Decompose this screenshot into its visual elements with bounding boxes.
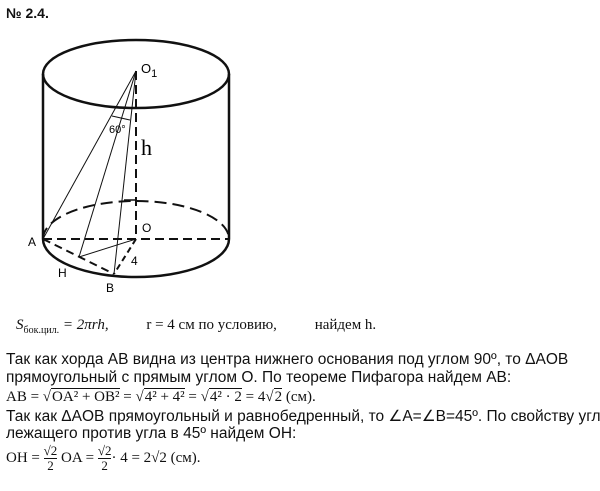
ab-lhs: AB = bbox=[6, 389, 43, 405]
root-4: 2 bbox=[273, 388, 283, 405]
segment-O1H bbox=[78, 70, 137, 258]
label-radius: 4 bbox=[131, 254, 138, 268]
label-H: H bbox=[58, 266, 67, 280]
label-O: O bbox=[142, 221, 151, 235]
radius-OB bbox=[113, 238, 137, 275]
ab-formula: AB = √OA² + OB² = √4² + 4² = √4² · 2 = 4… bbox=[6, 388, 316, 405]
area-formula: Sбок.цил. = 2πrh, r = 4 см по условию, н… bbox=[16, 317, 376, 336]
denominator: 2 bbox=[101, 458, 108, 473]
s-symbol: S bbox=[16, 317, 24, 333]
label-angle: 60° bbox=[109, 124, 126, 136]
segment-OH bbox=[78, 238, 137, 258]
oh-tail: · 4 = 2√2 (см). bbox=[111, 449, 201, 466]
oh-lhs: OH = bbox=[6, 449, 44, 466]
cylinder-figure: O1 O A H B h 60° 4 bbox=[28, 38, 231, 295]
paragraph-4: лежащего против угла в 45º найдем OH: bbox=[6, 425, 297, 442]
label-B: B bbox=[106, 281, 114, 295]
segment-O1B bbox=[113, 70, 137, 275]
eq: = 4 bbox=[241, 389, 266, 405]
eq: = bbox=[119, 389, 136, 405]
root-3: 4² · 2 bbox=[208, 388, 242, 405]
angle-arc bbox=[111, 115, 131, 121]
unit: (см). bbox=[282, 389, 316, 405]
oh-mid: OA = bbox=[57, 449, 98, 466]
paragraph-1: Так как хорда AB видна из центра нижнего… bbox=[6, 351, 569, 368]
segment-O1A bbox=[42, 70, 137, 240]
label-O1: O1 bbox=[141, 61, 157, 80]
root-2: 4² + 4² bbox=[143, 388, 185, 405]
s-subscript: бок.цил. bbox=[23, 325, 60, 336]
paragraph-3: Так как ΔAOB прямоугольный и равнобедрен… bbox=[6, 408, 600, 425]
label-A: A bbox=[28, 235, 36, 249]
chord-AB bbox=[42, 238, 115, 275]
numerator: √2 bbox=[43, 443, 58, 459]
radius-condition: r = 4 см по условию, bbox=[146, 317, 277, 333]
bottom-base-front bbox=[41, 238, 231, 279]
paragraph-2: прямоугольный с прямым углом O. По теоре… bbox=[6, 369, 512, 386]
numerator: √2 bbox=[97, 443, 112, 459]
eq: = bbox=[184, 389, 201, 405]
denominator: 2 bbox=[47, 458, 54, 473]
root-1: OA² + OB² bbox=[51, 388, 120, 405]
label-h: h bbox=[141, 135, 152, 160]
s-rhs: = 2πrh, bbox=[59, 317, 109, 333]
find-h: найдем h. bbox=[314, 317, 377, 333]
problem-number: № 2.4. bbox=[6, 5, 49, 21]
